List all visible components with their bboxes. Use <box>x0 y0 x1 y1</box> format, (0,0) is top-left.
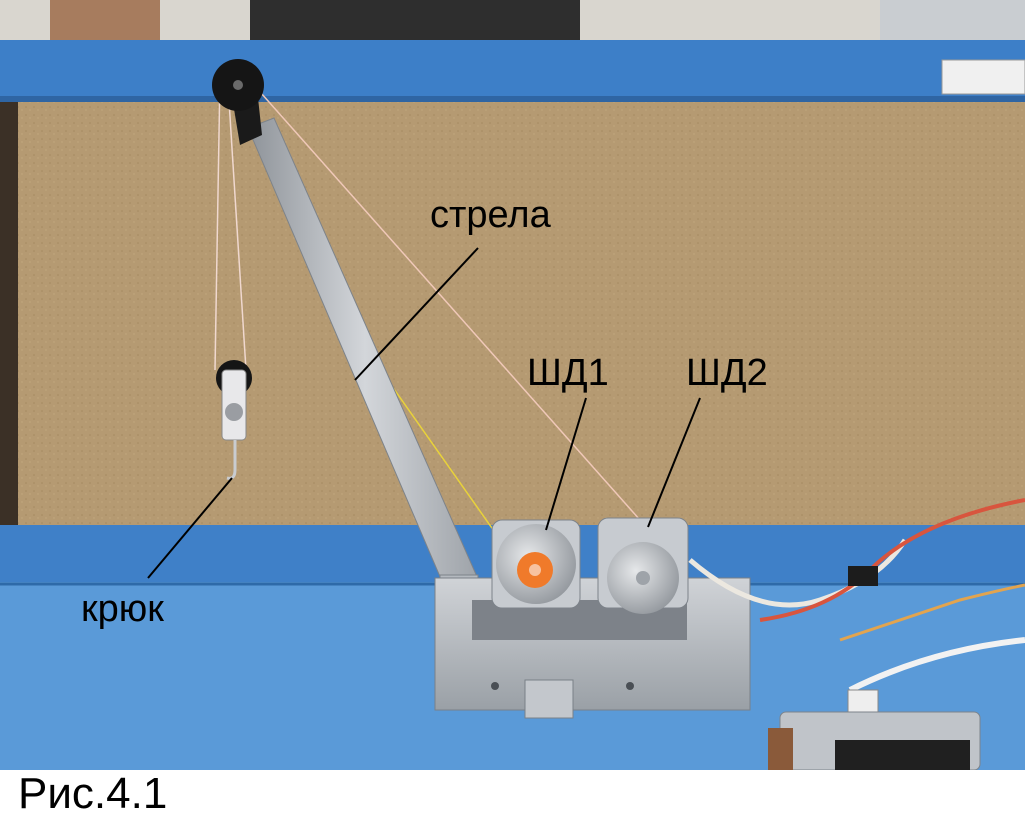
shelf-tag <box>941 59 1025 95</box>
wall-right <box>880 0 1025 40</box>
cable-white <box>688 538 908 608</box>
monitor <box>250 0 580 40</box>
crane-base <box>434 577 751 711</box>
pointer-hook <box>147 477 233 579</box>
pointer-shd1 <box>545 397 587 531</box>
cable-bundle-2 <box>839 583 1025 642</box>
curtain <box>50 0 160 44</box>
connector <box>848 566 878 586</box>
crane-model-photo <box>0 0 1025 770</box>
label-hook: крюк <box>81 588 164 630</box>
rope-main <box>244 74 641 521</box>
back-wall-panel <box>15 102 1025 532</box>
figure-caption: Рис.4.1 <box>18 769 168 818</box>
left-shadow <box>0 102 18 532</box>
hook-nut <box>225 403 243 421</box>
terminal-strip <box>835 740 970 770</box>
label-stepper-motor-1: ШД1 <box>527 352 609 394</box>
base-hole <box>626 682 634 690</box>
rope-hook-left <box>214 74 221 371</box>
hook <box>226 440 237 480</box>
white-connector <box>847 689 879 713</box>
motor-2-center <box>636 571 650 585</box>
pointer-shd2 <box>647 397 701 528</box>
rope-hook-right <box>227 84 247 371</box>
orange-hub-center <box>529 564 541 576</box>
upper-shelf <box>0 40 1025 102</box>
label-boom: стрела <box>430 194 551 236</box>
cable-ribbon <box>848 637 1025 693</box>
base-hole <box>491 682 499 690</box>
pointer-boom <box>354 247 479 381</box>
base-bracket <box>524 679 574 719</box>
shelf-edge <box>0 96 1025 102</box>
top-pulley-axle <box>233 80 243 90</box>
label-stepper-motor-2: ШД2 <box>686 352 768 394</box>
terminal-base <box>768 728 793 770</box>
